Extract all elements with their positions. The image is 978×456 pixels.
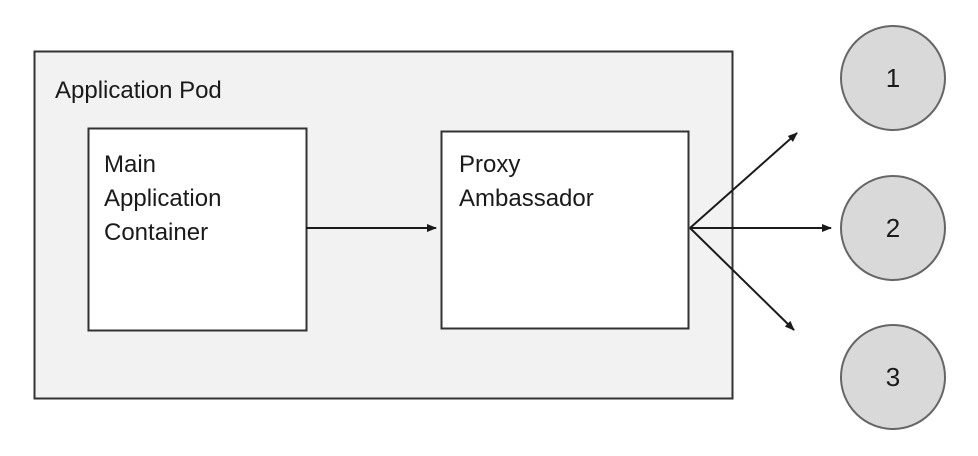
proxy-ambassador-label: Proxy Ambassador: [459, 151, 594, 212]
external-service-1-label: 1: [885, 63, 901, 93]
main-application-container-label: Main Application Container: [104, 151, 222, 246]
external-service-3-circle: [840, 324, 946, 430]
external-service-1-circle: [840, 25, 946, 131]
main-application-container-box: [87, 127, 308, 332]
external-service-2-label: 2: [885, 213, 901, 243]
external-service-2-circle: [840, 175, 946, 281]
connector-proxy-to-service-3: [689, 227, 795, 331]
connector-proxy-to-service-1: [689, 132, 798, 229]
proxy-ambassador-box: [440, 130, 690, 330]
application-pod-title: Application Pod: [55, 77, 222, 104]
external-service-3-label: 3: [885, 362, 901, 392]
